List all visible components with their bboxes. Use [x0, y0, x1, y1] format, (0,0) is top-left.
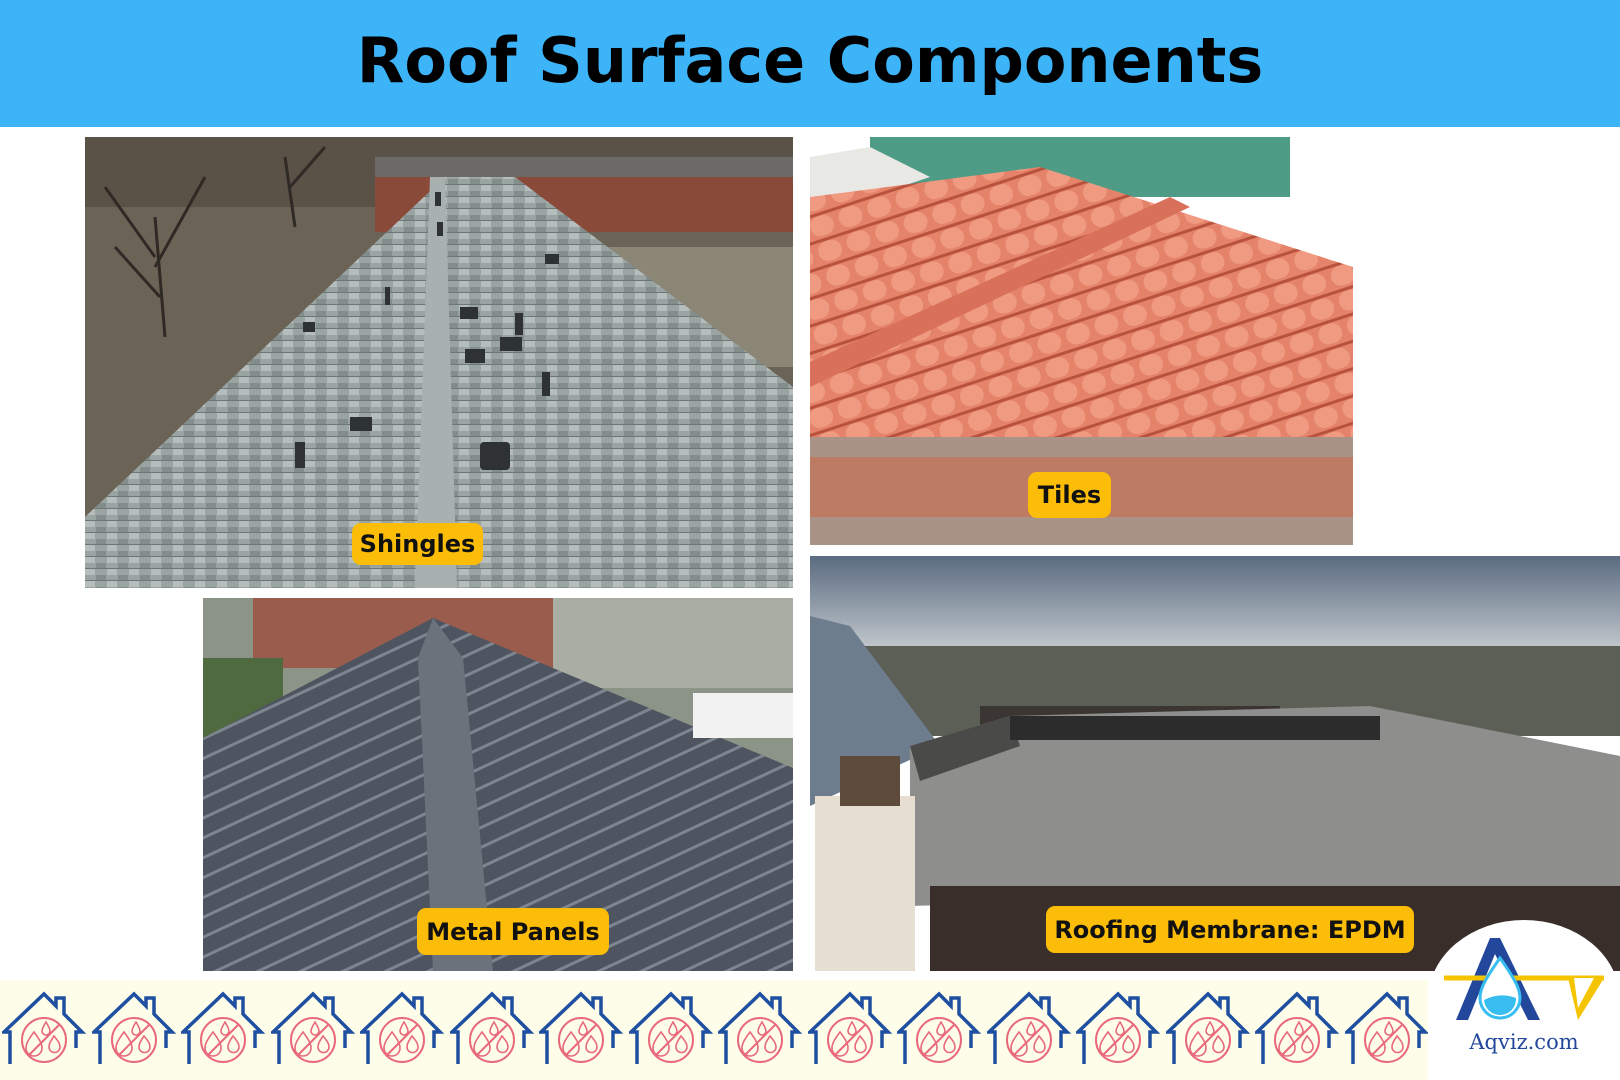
house-no-water-icon: [715, 988, 803, 1068]
epdm-label: Roofing Membrane: EPDM: [1046, 906, 1414, 953]
house-no-water-icon: [1252, 988, 1340, 1068]
aqviz-logo-mark-icon: [1444, 938, 1604, 1020]
aqviz-logo: Aqviz.com: [1428, 920, 1620, 1080]
house-no-water-icon: [536, 988, 624, 1068]
house-no-water-icon: [89, 988, 176, 1068]
header-banner: Roof Surface Components: [0, 0, 1620, 127]
shingles-photo: [85, 137, 793, 588]
house-no-water-icon: [1073, 988, 1161, 1068]
house-no-water-icon: [447, 988, 534, 1068]
house-no-water-icon: [178, 988, 266, 1068]
shingles-label: Shingles: [352, 523, 483, 565]
house-no-water-icon: [0, 988, 87, 1068]
logo-text: Aqviz.com: [1469, 1030, 1579, 1054]
house-no-water-icon: [1163, 988, 1250, 1068]
tiles-label: Tiles: [1028, 472, 1111, 518]
page-title: Roof Surface Components: [356, 24, 1264, 97]
house-no-water-icon: [1342, 988, 1429, 1068]
epdm-photo: [810, 556, 1620, 971]
house-no-water-icon: [894, 988, 982, 1068]
house-no-water-icon: [805, 988, 892, 1068]
house-no-water-icon: [626, 988, 713, 1068]
house-no-water-icon: [984, 988, 1071, 1068]
house-no-water-icon: [357, 988, 445, 1068]
house-no-water-icon: [268, 988, 355, 1068]
metal-panels-label: Metal Panels: [417, 908, 609, 955]
icon-strip: [0, 980, 1429, 1080]
